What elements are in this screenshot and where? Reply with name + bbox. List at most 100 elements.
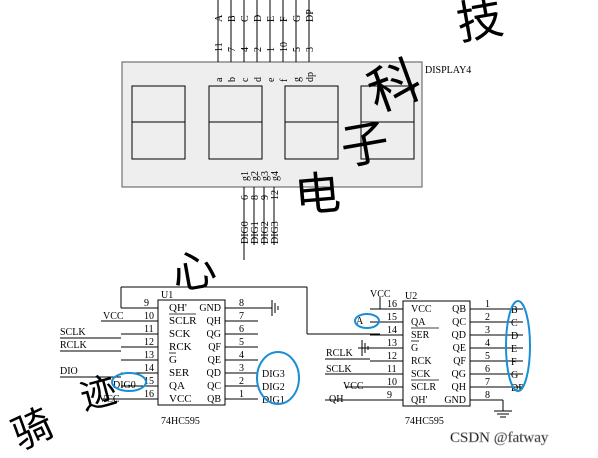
highlight-dig-outputs [256, 351, 300, 405]
u2-e-net-label: E [511, 344, 517, 355]
u2-pin-11-name: SCK [411, 369, 431, 380]
display-pin-g1-name: g1 [240, 171, 251, 181]
display-pin-e-name: e [266, 77, 277, 82]
u2-qh-net-label: QH [329, 394, 343, 405]
u2-pin-11-number: 11 [387, 364, 397, 375]
display-pin-a-name: a [214, 77, 225, 82]
u2-pin-3-number: 3 [485, 325, 490, 336]
display-pin-f-number: 10 [279, 42, 290, 52]
u2-pin-5-number: 5 [485, 351, 490, 362]
display-pin-e-net-label: E [266, 16, 277, 22]
display-pin-b-net-label: B [227, 15, 238, 22]
display-pin-c-name: c [240, 77, 251, 82]
display-pin-c-net-label: C [240, 15, 251, 22]
u2-pin-10-number: 10 [387, 377, 397, 388]
u1-pin-4-name: QE [208, 355, 221, 366]
u1-pin-6-name: QG [207, 329, 221, 340]
u1-pin-15-number: 15 [144, 376, 154, 387]
display-pin-dp-name: dp [305, 72, 316, 82]
u1-sclk-net-label: SCLK [60, 327, 86, 338]
display-pin-g3-net-label: DIG2 [260, 221, 271, 244]
u2-vcc-label: VCC [370, 289, 391, 300]
u2-pin-16-number: 16 [387, 299, 397, 310]
u2-pin-3-name: QD [452, 330, 466, 341]
display-pin-f-net-label: F [279, 16, 290, 22]
u2-pin-6-number: 6 [485, 364, 490, 375]
display-pin-a-net-label: A [214, 14, 225, 22]
u2-pin-7-number: 7 [485, 377, 490, 388]
display-pin-g4-net-label: DIG3 [270, 221, 281, 244]
u2-pin-2-name: QC [452, 317, 466, 328]
display-pin-c-number: 4 [240, 47, 251, 52]
u2-body [402, 300, 471, 407]
u2-pin-8-name: GND [444, 395, 466, 406]
u1-pin-3-name: QD [207, 368, 221, 379]
u2-pin-10-name: SCLR [411, 382, 436, 393]
u2-pin-16-name: VCC [411, 304, 432, 315]
display-pin-f-name: f [279, 78, 290, 82]
u2-dp-net-label: DP [511, 383, 524, 394]
display-pin-g4-name: g4 [270, 171, 281, 181]
u2-pin-15-number: 15 [387, 312, 397, 323]
watermark-char-5: 子 [337, 115, 393, 176]
u2-pin-9-name: QH' [411, 395, 427, 406]
display-pin-d-name: d [253, 77, 264, 82]
u2-rclk-net-label: RCLK [326, 348, 353, 359]
u2-pin-8-number: 8 [485, 390, 490, 401]
u2-pin-13-number: 13 [387, 338, 397, 349]
u1-pin-9-name: QH' [169, 302, 187, 314]
u1-pin-6-number: 6 [239, 324, 244, 335]
u1-part-number: 74HC595 [161, 416, 200, 427]
u2-a-net-label: A [356, 316, 364, 327]
u2-sclk-net-label: SCLK [326, 364, 352, 375]
u1-body [157, 299, 226, 406]
u2-pin-12-name: RCK [411, 356, 432, 367]
display-pin-g3-name: g3 [260, 171, 271, 181]
display-body [121, 61, 423, 188]
display-pin-g1-number: 6 [240, 195, 251, 200]
u1-pin-12-number: 12 [144, 337, 154, 348]
u1-pin-1-number: 1 [239, 389, 244, 400]
u1-pin-14-number: 14 [144, 363, 154, 374]
u1-pin-3-number: 3 [239, 363, 244, 374]
u2-f-net-label: F [511, 357, 517, 368]
display-pin-e-number: 1 [266, 47, 277, 52]
u1-pin-9-number: 9 [144, 298, 149, 309]
display-pin-g-name: g [292, 77, 303, 82]
watermark-char-4: 电 [292, 167, 342, 222]
u1-pin-16-name: VCC [169, 393, 192, 405]
display-pin-g1-net-label: DIG0 [240, 221, 251, 244]
u2-pin-9-number: 9 [387, 390, 392, 401]
highlight-segment-outputs [505, 300, 531, 392]
u1-pin-10-name: SCLR [169, 315, 197, 327]
u1-pin-4-number: 4 [239, 350, 244, 361]
display-pin-d-net-label: D [253, 15, 264, 22]
u2-g-net-label: G [511, 370, 518, 381]
u1-pin-13-number: 13 [144, 350, 154, 361]
u2-pin-5-name: QF [453, 356, 466, 367]
u2-part-number: 74HC595 [405, 416, 444, 427]
display-pin-g-number: 5 [292, 47, 303, 52]
display-pin-g3-number: 9 [260, 195, 271, 200]
u2-pin-4-name: QE [453, 343, 466, 354]
u1-vcc-net-label: VCC [99, 394, 120, 405]
display-pin-g-net-label: G [292, 15, 303, 22]
u2-sclr-vcc-label: VCC [343, 381, 364, 392]
display-ref: DISPLAY4 [425, 65, 471, 76]
watermark-char-7: 技 [453, 0, 507, 50]
display-pin-g2-net-label: DIG1 [250, 221, 261, 244]
u1-pin-14-name: SER [169, 367, 190, 379]
u2-pin-1-number: 1 [485, 299, 490, 310]
u1-qb-net-label: DIG1 [262, 395, 285, 406]
u2-pin-14-number: 14 [387, 325, 397, 336]
display-pin-g4-number: 12 [270, 190, 281, 200]
u1-pin-7-name: QH [207, 316, 221, 327]
u1-qd-net-label: DIG3 [262, 369, 285, 380]
u1-pin-11-name: SCK [169, 328, 190, 340]
display-pin-b-number: 7 [227, 47, 238, 52]
u2-pin-12-number: 12 [387, 351, 397, 362]
u1-pin-1-name: QB [207, 394, 221, 405]
u1-dig0-net-label: DIG0 [113, 380, 136, 391]
highlight-u2-pin-a [354, 313, 380, 329]
